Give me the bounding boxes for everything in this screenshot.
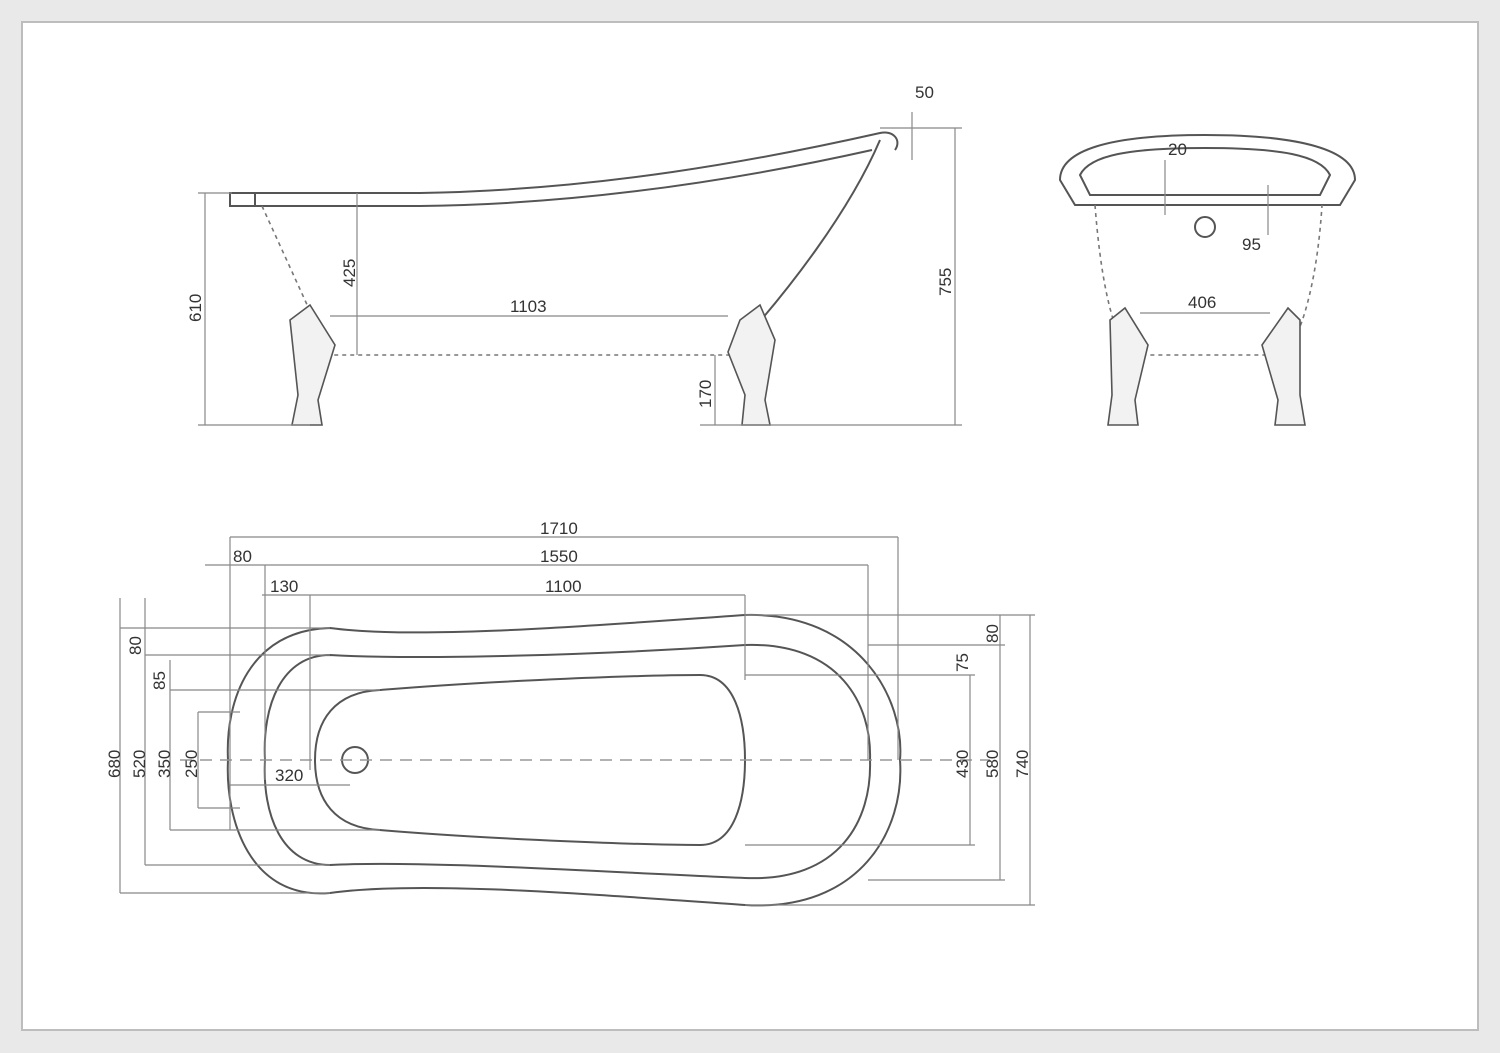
sheet — [21, 21, 1479, 1031]
side-view: 610 425 1103 170 755 50 — [186, 83, 962, 426]
dim-50: 50 — [915, 83, 934, 102]
dim-430: 430 — [953, 750, 972, 778]
side-rim-inner — [255, 149, 873, 207]
end-leg-left — [1107, 306, 1149, 426]
dim-1710: 1710 — [540, 519, 578, 538]
dim-95: 95 — [1242, 235, 1261, 254]
dim-20: 20 — [1168, 140, 1187, 159]
rim-contour — [263, 643, 872, 880]
end-view: 20 95 406 — [1058, 133, 1357, 426]
dim-425: 425 — [340, 259, 359, 287]
dim-80-top: 80 — [233, 547, 252, 566]
inner-contour — [313, 673, 747, 847]
dim-610: 610 — [186, 294, 205, 322]
side-overflow — [229, 192, 256, 207]
end-rim-inner — [1078, 146, 1332, 196]
dim-406: 406 — [1188, 293, 1216, 312]
dim-520: 520 — [130, 750, 149, 778]
dim-250: 250 — [182, 750, 201, 778]
dim-580: 580 — [983, 750, 1002, 778]
dim-85-left: 85 — [150, 671, 169, 690]
dim-75-right: 75 — [953, 653, 972, 672]
dim-130: 130 — [270, 577, 298, 596]
dim-740: 740 — [1013, 750, 1032, 778]
side-rim-outer — [232, 131, 899, 194]
dim-320: 320 — [275, 766, 303, 785]
dim-80-right: 80 — [983, 624, 1002, 643]
end-leg-right — [1261, 306, 1306, 426]
front-leg — [289, 303, 336, 426]
dim-170: 170 — [696, 380, 715, 408]
top-view: 1710 1550 1100 80 130 320 680 520 350 25… — [105, 519, 1035, 907]
dim-1550: 1550 — [540, 547, 578, 566]
dim-350: 350 — [155, 750, 174, 778]
dim-755: 755 — [936, 268, 955, 296]
end-body — [1094, 204, 1323, 356]
dim-80-left: 80 — [126, 636, 145, 655]
end-rim — [1058, 133, 1357, 206]
dim-1100: 1100 — [545, 577, 582, 596]
dim-680: 680 — [105, 750, 124, 778]
overflow-icon — [1194, 216, 1216, 238]
dim-1103: 1103 — [510, 297, 547, 316]
